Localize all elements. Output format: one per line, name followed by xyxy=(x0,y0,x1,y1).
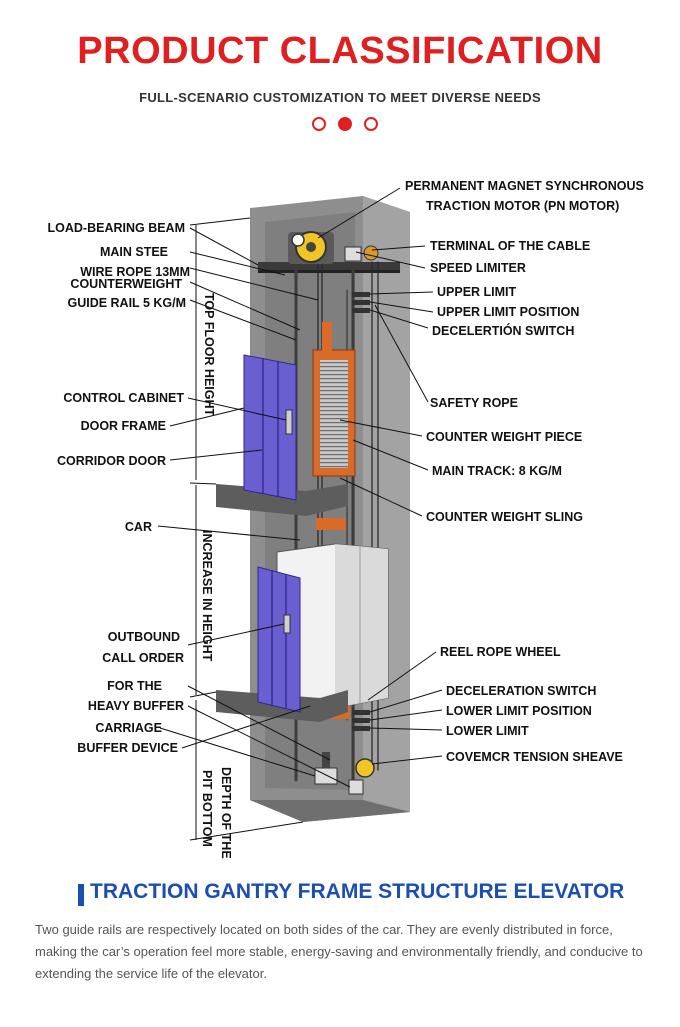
upper-limit-switch xyxy=(352,292,370,297)
label-tension-sheave: COVEMCR TENSION SHEAVE xyxy=(446,750,623,764)
load-bearing-beam xyxy=(258,262,400,271)
lower-limit-switch xyxy=(352,726,370,731)
label-safety-rope: SAFETY ROPE xyxy=(430,396,518,410)
label-pit-depth-line1: DEPTH OF THE xyxy=(219,767,233,859)
label-traction-motor: TRACTION MOTOR (PN MOTOR) xyxy=(426,199,619,213)
label-counterweight: COUNTERWEIGHT xyxy=(70,277,182,291)
dimension-lines xyxy=(189,217,304,841)
cable-terminal-icon xyxy=(363,245,379,261)
section-description: Two guide rails are respectively located… xyxy=(35,922,643,981)
right-labels: PERMANENT MAGNET SYNCHRONOUS TRACTION MO… xyxy=(405,179,644,764)
limit-switches xyxy=(352,292,370,731)
label-counter-weight-sling: COUNTER WEIGHT SLING xyxy=(426,510,583,524)
carousel-dot-2-active[interactable] xyxy=(338,117,352,131)
heavy-buffer xyxy=(348,779,364,795)
counterweight-sling xyxy=(322,322,332,352)
section-heading-bar xyxy=(78,884,84,906)
page-subtitle: FULL-SCENARIO CUSTOMIZATION TO MEET DIVE… xyxy=(139,90,541,105)
label-main-stee: MAIN STEE xyxy=(100,245,168,259)
label-lower-limit-position: LOWER LIMIT POSITION xyxy=(446,704,592,718)
corridor-door-upper xyxy=(243,354,297,501)
label-pm-synchronous: PERMANENT MAGNET SYNCHRONOUS xyxy=(405,179,644,193)
tension-sheave-icon xyxy=(355,758,375,778)
label-door-frame: DOOR FRAME xyxy=(81,419,166,433)
counter-weight-sling-lower xyxy=(316,518,346,530)
label-wire-rope: WIRE ROPE 13MM xyxy=(80,265,190,279)
label-upper-limit-position: UPPER LIMIT POSITION xyxy=(437,305,579,319)
lower-landing xyxy=(216,566,348,722)
label-upper-limit: UPPER LIMIT xyxy=(437,285,517,299)
carousel-dots xyxy=(0,117,680,137)
label-reel-rope-wheel: REEL ROPE WHEEL xyxy=(440,645,561,659)
label-load-bearing-beam: LOAD-BEARING BEAM xyxy=(48,221,186,235)
section-heading-text: TRACTION GANTRY FRAME STRUCTURE ELEVATOR xyxy=(90,880,625,903)
elevator-car xyxy=(276,543,389,719)
upper-limit-position-switch xyxy=(352,300,370,305)
upper-floor-slab xyxy=(216,484,348,516)
upper-landing xyxy=(216,354,348,516)
machine-room xyxy=(258,231,400,273)
motor-sheave-icon xyxy=(291,233,305,247)
carriage-buffer xyxy=(314,767,338,785)
label-top-floor-height: TOP FLOOR HEIGHT xyxy=(202,293,216,417)
label-guide-rail: GUIDE RAIL 5 KG/M xyxy=(67,296,186,310)
label-heavy-buffer: HEAVY BUFFER xyxy=(88,699,184,713)
label-buffer-device: BUFFER DEVICE xyxy=(77,741,178,755)
leader-lines xyxy=(157,187,443,788)
label-outbound: OUTBOUND xyxy=(108,630,180,644)
counterweight-piece xyxy=(320,360,348,468)
label-control-cabinet: CONTROL CABINET xyxy=(63,391,184,405)
carousel-dot-1[interactable] xyxy=(312,117,326,131)
corridor-door-lower xyxy=(257,566,301,713)
outbound-call-button xyxy=(283,614,291,634)
label-main-track: MAIN TRACK: 8 KG/M xyxy=(432,464,562,478)
carousel-dot-3[interactable] xyxy=(364,117,378,131)
label-for-the: FOR THE xyxy=(107,679,162,693)
label-carriage: CARRIAGE xyxy=(95,721,162,735)
left-labels: LOAD-BEARING BEAM MAIN STEE WIRE ROPE 13… xyxy=(48,221,191,755)
label-deceleration-switch-lower: DECELERATION SWITCH xyxy=(446,684,596,698)
page-title: PRODUCT CLASSIFICATION xyxy=(77,30,603,72)
control-cabinet xyxy=(285,409,293,435)
label-increase-in-height: INCREASE IN HEIGHT xyxy=(200,530,214,662)
label-car: CAR xyxy=(125,520,152,534)
label-counter-weight-piece: COUNTER WEIGHT PIECE xyxy=(426,430,582,444)
label-cable-terminal: TERMINAL OF THE CABLE xyxy=(430,239,590,253)
upper-deceleration-switch xyxy=(352,308,370,313)
counterweight xyxy=(312,322,356,530)
elevator-diagram: LOAD-BEARING BEAM MAIN STEE WIRE ROPE 13… xyxy=(48,179,644,859)
label-deceleration-switch-upper: DECELERTIÓN SWITCH xyxy=(432,323,574,338)
label-call-order: CALL ORDER xyxy=(102,651,184,665)
label-corridor-door: CORRIDOR DOOR xyxy=(57,454,166,468)
lower-deceleration-switch xyxy=(352,710,370,715)
lower-limit-position-switch xyxy=(352,718,370,723)
label-pit-depth-line2: PIT BOTTOM xyxy=(200,770,214,847)
label-lower-limit: LOWER LIMIT xyxy=(446,724,529,738)
speed-limiter-icon xyxy=(344,246,362,262)
label-speed-limiter: SPEED LIMITER xyxy=(430,261,526,275)
shaft-floor xyxy=(250,800,410,822)
